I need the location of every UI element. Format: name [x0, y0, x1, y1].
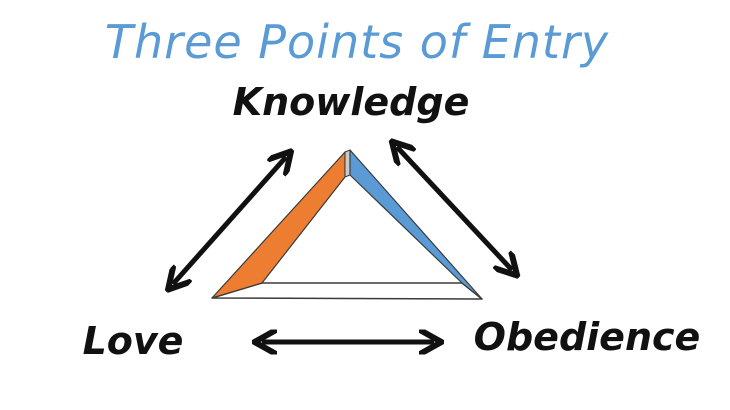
- triangle-left-edge: [211, 151, 346, 299]
- page-title: Three Points of Entry: [105, 15, 609, 69]
- relationship-arrows: [173, 147, 512, 342]
- entry-triangle: [211, 149, 483, 300]
- triangle-right-edge: [349, 149, 483, 300]
- arrow-knowledge-love: [173, 157, 286, 284]
- label-knowledge: Knowledge: [233, 80, 470, 124]
- triangle-left-edge-shade: [344, 149, 351, 178]
- arrow-knowledge-obedience: [397, 147, 512, 270]
- label-love: Love: [83, 319, 184, 363]
- label-obedience: Obedience: [474, 315, 701, 359]
